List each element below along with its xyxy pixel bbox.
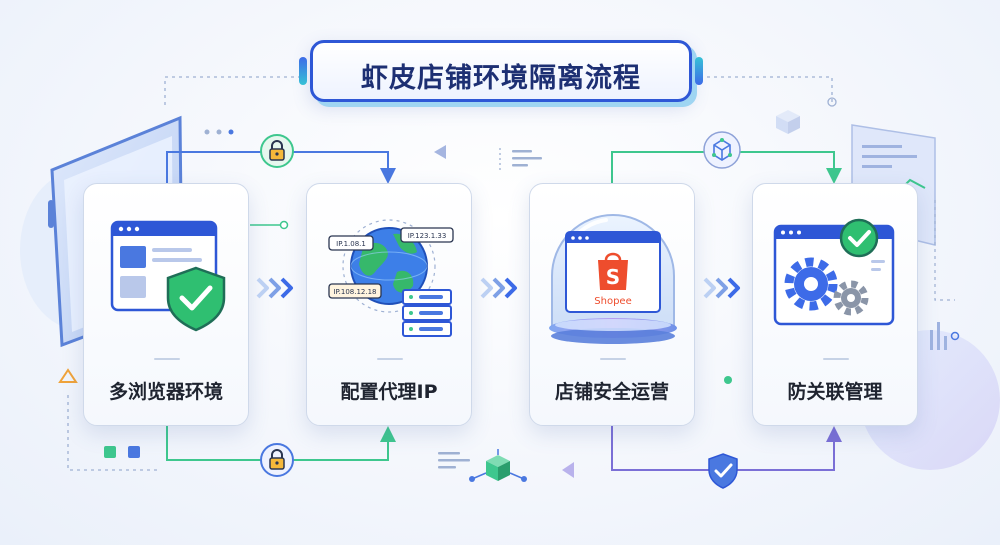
globe-proxy-icon: IP.1.08.1 IP.123.1.33 IP.108.12.18 [328,219,454,337]
shopee-logo-letter: S [606,265,620,289]
decor-triangle-purple [562,462,574,478]
ip-tag: IP.123.1.33 [400,227,454,243]
step-label: 店铺安全运营 [554,381,669,403]
step-label: 防关联管理 [787,381,883,403]
lock-icon [259,133,295,169]
gear-large-icon [784,257,838,311]
shopee-logo-text: Shopee [594,296,631,307]
ip-tag-text: IP.108.12.18 [333,288,376,296]
shield-check-icon [706,452,740,490]
flow-chevrons-icon [703,277,740,299]
ip-tag-text: IP.1.08.1 [336,240,366,248]
gear-small-icon [833,280,869,316]
shopee-dome-icon: S Shopee [549,214,677,344]
gear-check-icon [773,218,895,326]
step-card-anti-association: 防关联管理 [752,183,918,426]
cube-node-icon [468,445,528,489]
card-divider [377,358,403,360]
decor-triangle [434,145,446,159]
ip-tag: IP.1.08.1 [328,235,374,251]
decor-cube [776,110,800,134]
decor-triangle-orange [58,368,78,383]
decor-square [104,446,116,458]
step-card-proxy-ip: IP.1.08.1 IP.123.1.33 IP.108.12.18 配置代理I… [306,183,472,426]
step-card-shop-safety: S Shopee 店铺安全运营 [529,183,695,426]
flow-chevrons-icon [256,277,293,299]
network-node-icon [702,130,742,170]
ip-tag-text: IP.123.1.33 [408,232,447,240]
card-divider [154,358,180,360]
browser-shield-icon [110,220,226,332]
diagram-title: 虾皮店铺环境隔离流程 [361,63,641,94]
decor-code-lines [438,150,542,469]
step-label: 多浏览器环境 [108,381,223,403]
title-banner: 虾皮店铺环境隔离流程 [299,40,703,102]
flow-chevrons-icon [480,277,517,299]
step-card-multi-browser: 多浏览器环境 [83,183,249,426]
lock-icon [259,442,295,478]
step-label: 配置代理IP [340,381,438,403]
ip-tag: IP.108.12.18 [328,283,382,299]
card-divider [823,358,849,360]
card-divider [600,358,626,360]
decor-square [128,446,140,458]
